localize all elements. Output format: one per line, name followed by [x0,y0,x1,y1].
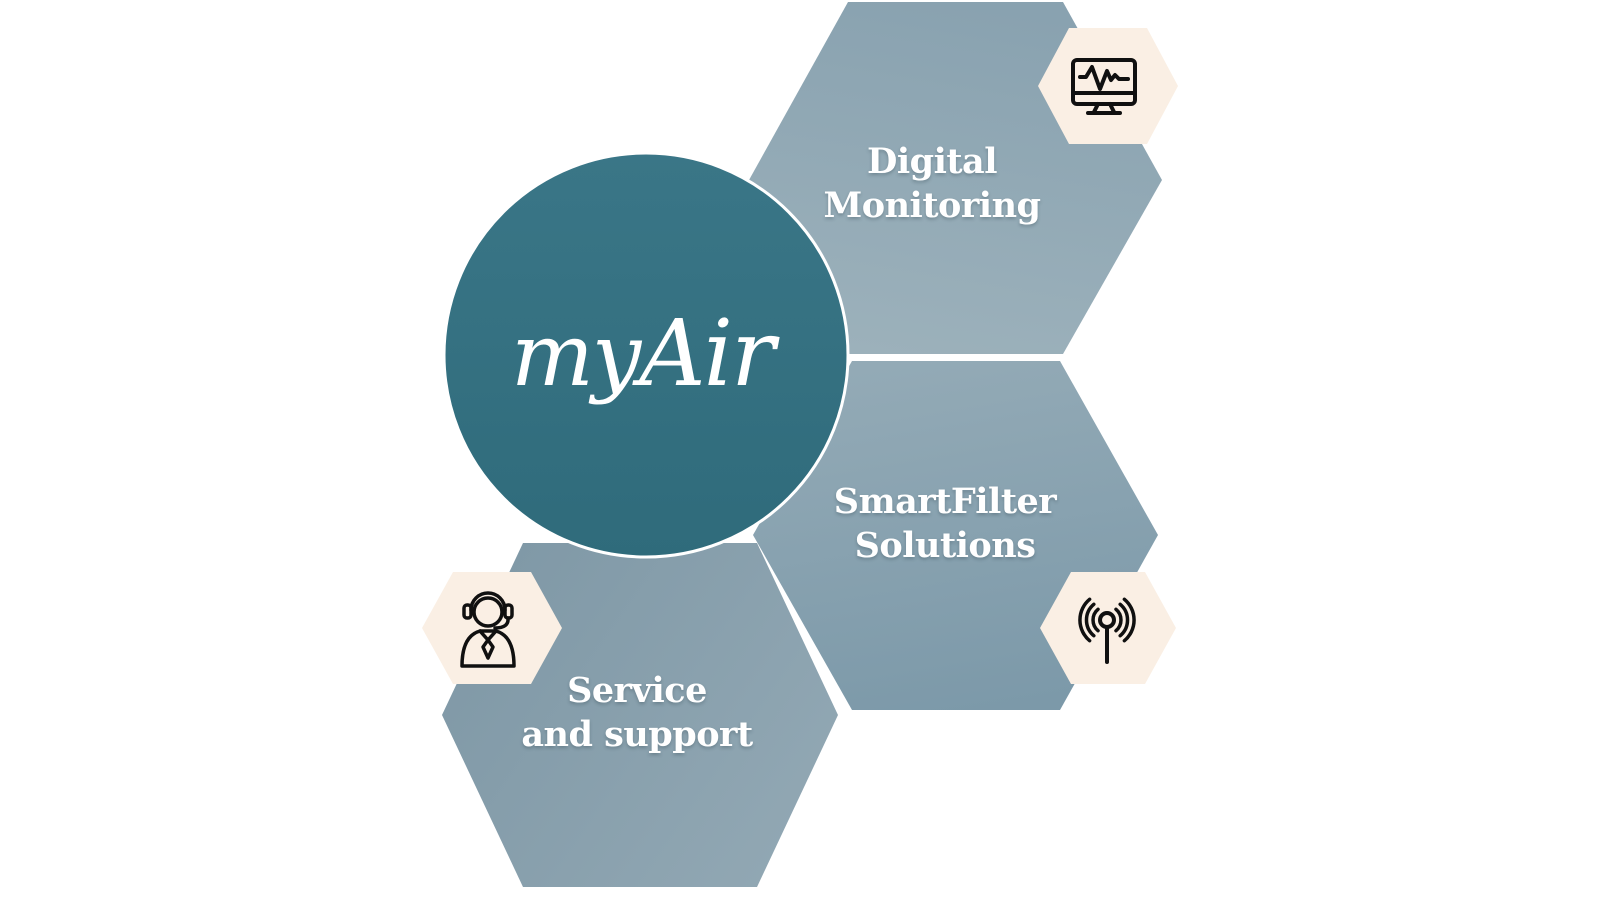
label-smartfilter-solutions-line2: Solutions [854,525,1036,566]
label-service-and-support: Service and support [521,669,753,757]
brand-label-my: my [510,304,641,406]
monitor-waveform-icon [1071,58,1137,115]
label-service-and-support-line2: and support [521,714,753,755]
label-digital-monitoring-line1: Digital [866,141,998,182]
label-digital-monitoring-line2: Monitoring [823,185,1042,226]
myair-brand-circle [442,151,850,559]
brand-label-air: Air [639,300,775,407]
label-service-and-support-line1: Service [567,670,707,711]
brand-label: myAir [511,308,775,400]
antenna-signal-icon [1078,597,1136,664]
label-digital-monitoring: Digital Monitoring [823,140,1042,228]
icon-hexagon-support [422,572,562,684]
support-agent-headset-icon [460,591,516,668]
label-smartfilter-solutions: SmartFilter Solutions [833,480,1057,568]
label-smartfilter-solutions-line1: SmartFilter [833,481,1057,522]
icon-hexagon-monitor [1038,28,1178,144]
